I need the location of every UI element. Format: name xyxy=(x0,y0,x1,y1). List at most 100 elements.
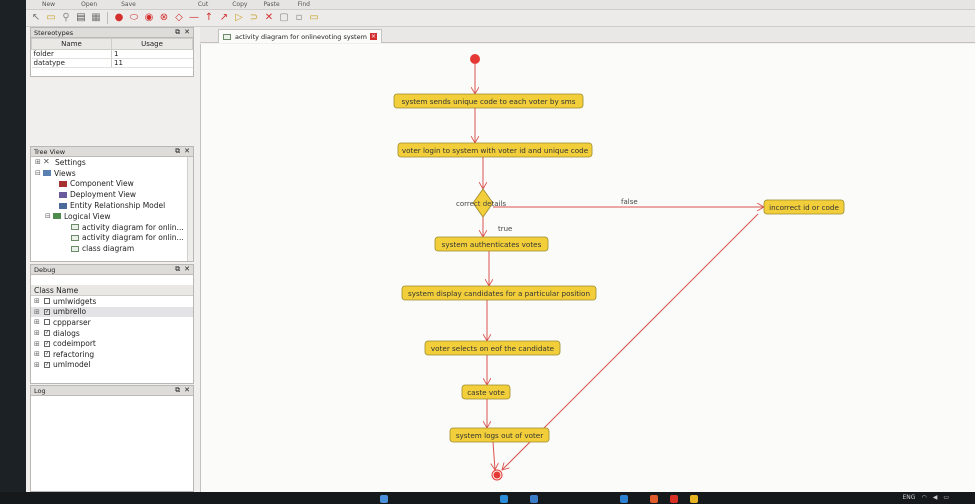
volume-icon[interactable]: ◀ xyxy=(932,494,938,501)
expand-icon[interactable]: ⊞ xyxy=(35,158,41,167)
send-signal-icon[interactable]: ▷ xyxy=(235,12,243,23)
table-row[interactable]: folder 1 xyxy=(31,49,193,59)
store-icon[interactable] xyxy=(530,495,538,503)
close-icon[interactable]: ✕ xyxy=(184,147,190,155)
column-header-usage[interactable]: Usage xyxy=(111,38,193,50)
tree-item-activity-diagram-2[interactable]: activity diagram for onlin... xyxy=(31,233,193,244)
tree-item-entity-relationship-model[interactable]: Entity Relationship Model xyxy=(31,200,193,211)
tab-activity-diagram[interactable]: activity diagram for onlinevoting system… xyxy=(218,29,382,43)
tree-item-settings[interactable]: ⊞ ✕ Settings xyxy=(31,157,193,168)
exception-icon[interactable]: ✕ xyxy=(264,12,274,23)
tree-item-views[interactable]: ⊟ Views xyxy=(31,168,193,179)
object-flow-icon[interactable]: ↑ xyxy=(204,12,214,23)
float-icon[interactable]: ⧉ xyxy=(175,147,181,155)
note-tool-icon[interactable]: ▭ xyxy=(46,12,56,23)
column-header-name[interactable]: Name xyxy=(31,38,112,50)
copy-button[interactable]: Copy xyxy=(232,1,248,8)
gmail-icon[interactable] xyxy=(670,495,678,503)
collapse-icon[interactable]: ⊟ xyxy=(35,169,41,178)
language-indicator[interactable]: ENG xyxy=(902,494,916,501)
end-activity-icon[interactable]: ◉ xyxy=(144,12,154,23)
float-icon[interactable]: ⧉ xyxy=(175,386,181,394)
tree-item-activity-diagram-1[interactable]: activity diagram for onlin... xyxy=(31,222,193,233)
float-icon[interactable]: ⧉ xyxy=(175,265,181,273)
tree-item-component-view[interactable]: Component View xyxy=(31,179,193,190)
activity-node[interactable]: system authenticates votes xyxy=(434,236,549,252)
expand-icon[interactable]: ⊞ xyxy=(34,339,40,348)
initial-activity-icon[interactable]: ● xyxy=(114,12,124,23)
find-button[interactable]: Find xyxy=(297,1,310,8)
checkbox-checked[interactable]: ✓ xyxy=(44,340,50,347)
list-item[interactable]: ⊞ umlwidgets xyxy=(31,296,193,307)
list-item[interactable]: ⊞✓ codeimport xyxy=(31,338,193,349)
activity-node[interactable]: system display candidates for a particul… xyxy=(401,285,597,301)
float-icon[interactable]: ⧉ xyxy=(175,28,181,36)
checkbox[interactable] xyxy=(44,298,50,305)
activity-node[interactable]: system logs out of voter xyxy=(449,427,550,443)
battery-icon[interactable]: ▭ xyxy=(943,494,949,501)
activity-node[interactable]: caste vote xyxy=(461,384,511,400)
checkbox[interactable] xyxy=(44,319,50,326)
flow-edge[interactable] xyxy=(493,441,495,470)
expand-icon[interactable]: ⊞ xyxy=(34,307,40,316)
column-header-class-name[interactable]: Class Name xyxy=(31,285,193,296)
expand-icon[interactable]: ⊞ xyxy=(34,350,40,359)
select-tool-icon[interactable]: ↖ xyxy=(31,12,41,23)
accept-signal-icon[interactable]: ⊃ xyxy=(249,12,259,23)
table-row[interactable]: datatype 11 xyxy=(31,58,193,68)
object-node-icon[interactable]: ▭ xyxy=(309,12,319,23)
new-button[interactable]: New xyxy=(42,1,56,8)
branch-icon[interactable]: ◇ xyxy=(175,12,183,23)
activity-icon[interactable]: ⬭ xyxy=(129,12,139,23)
expand-icon[interactable]: ⊞ xyxy=(34,329,40,338)
wifi-icon[interactable]: ◠ xyxy=(921,494,927,501)
final-node-outer[interactable] xyxy=(491,469,503,481)
initial-node[interactable] xyxy=(470,54,480,64)
paste-button[interactable]: Paste xyxy=(263,1,280,8)
tree-item-logical-view[interactable]: ⊟ Logical View xyxy=(31,211,193,222)
activity-node[interactable]: voter selects on eof the candidate xyxy=(424,340,561,356)
collapse-icon[interactable]: ⊟ xyxy=(45,212,51,221)
tree-item-deployment-view[interactable]: Deployment View xyxy=(31,189,193,200)
activity-node[interactable]: incorrect id or code xyxy=(763,199,845,215)
edge-icon[interactable] xyxy=(500,495,508,503)
diagram-canvas[interactable]: system sends unique code to each voter b… xyxy=(200,44,975,492)
pin-icon[interactable]: ▫ xyxy=(295,12,303,23)
checkbox-checked[interactable]: ✓ xyxy=(44,361,50,368)
list-item[interactable]: ⊞✓ dialogs xyxy=(31,328,193,339)
flow-edge[interactable] xyxy=(502,213,759,470)
chrome-icon[interactable] xyxy=(690,495,698,503)
list-item[interactable]: ⊞ cppparser xyxy=(31,317,193,328)
expand-icon[interactable]: ⊞ xyxy=(34,360,40,369)
final-activity-icon[interactable]: ⊗ xyxy=(159,12,169,23)
open-button[interactable]: Open xyxy=(81,1,98,8)
expand-icon[interactable]: ⊞ xyxy=(34,297,40,306)
text-tool-icon[interactable]: ▤ xyxy=(76,12,86,23)
close-icon[interactable]: ✕ xyxy=(184,386,190,394)
fork-icon[interactable]: — xyxy=(189,12,199,23)
decision-node[interactable] xyxy=(472,188,494,218)
search-icon[interactable] xyxy=(380,495,388,503)
files-icon[interactable] xyxy=(620,495,628,503)
close-tab-icon[interactable]: × xyxy=(369,33,377,40)
expand-icon[interactable]: ⊞ xyxy=(34,318,40,327)
tree-scrollbar[interactable] xyxy=(187,157,193,261)
app-icon[interactable] xyxy=(650,495,658,503)
activity-node[interactable]: voter login to system with voter id and … xyxy=(397,142,593,158)
checkbox-checked[interactable]: ✓ xyxy=(44,351,50,358)
save-button[interactable]: Save xyxy=(121,1,136,8)
tree-item-class-diagram[interactable]: class diagram xyxy=(31,243,193,254)
close-icon[interactable]: ✕ xyxy=(184,265,190,273)
list-item[interactable]: ⊞✓ umbrello xyxy=(31,306,193,318)
region-icon[interactable]: ▢ xyxy=(279,12,289,23)
cut-button[interactable]: Cut xyxy=(197,1,209,8)
checkbox-checked[interactable]: ✓ xyxy=(44,330,50,337)
final-node[interactable] xyxy=(493,471,501,479)
list-item[interactable]: ⊞✓ umlmodel xyxy=(31,360,193,371)
checkbox-checked[interactable]: ✓ xyxy=(44,308,50,315)
anchor-tool-icon[interactable]: ⚲ xyxy=(62,12,70,23)
list-item[interactable]: ⊞✓ refactoring xyxy=(31,349,193,360)
signal-icon[interactable]: ↗ xyxy=(219,12,229,23)
box-tool-icon[interactable]: ▦ xyxy=(91,12,101,23)
activity-node[interactable]: system sends unique code to each voter b… xyxy=(393,93,584,109)
